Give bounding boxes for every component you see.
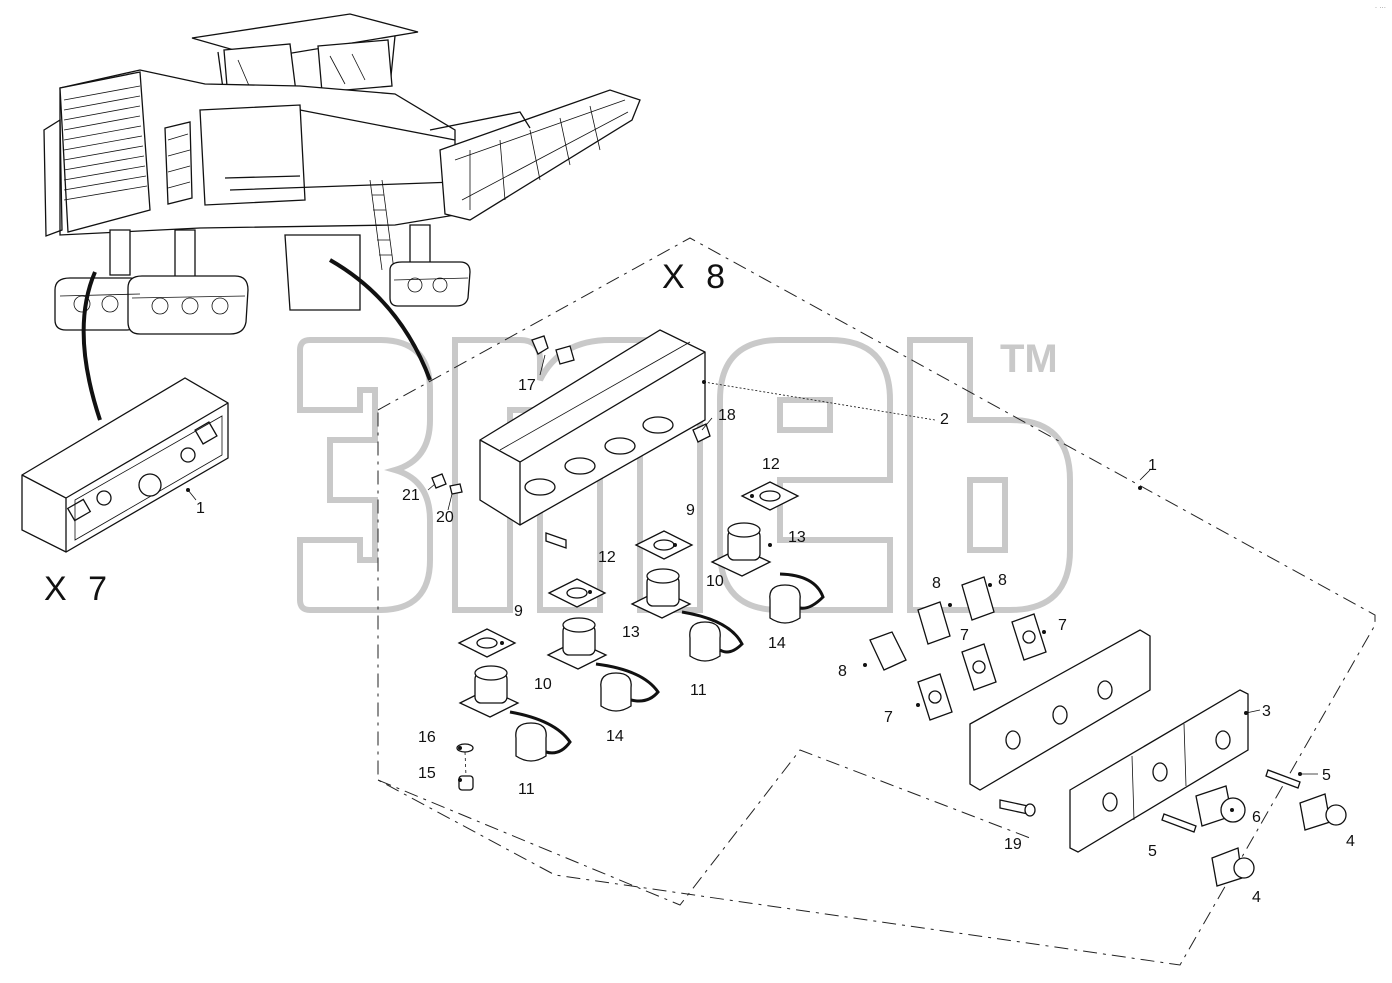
callout-10b: 10 xyxy=(534,676,552,693)
callout-11b: 11 xyxy=(518,781,535,798)
switch-parts xyxy=(869,576,1347,887)
callout-12a: 12 xyxy=(762,456,780,473)
callout-8c: 8 xyxy=(838,663,847,680)
callout-1: 1 xyxy=(1148,457,1157,474)
callout-5a: 5 xyxy=(1322,767,1331,784)
callout-5b: 5 xyxy=(1148,843,1157,860)
x8-housing xyxy=(479,329,706,526)
callout-19: 19 xyxy=(1004,836,1022,853)
callout-4a: 4 xyxy=(1346,833,1355,850)
callout-8b: 8 xyxy=(998,572,1007,589)
callout-17: 17 xyxy=(518,377,536,394)
callout-13b: 13 xyxy=(622,624,640,641)
callout-21: 21 xyxy=(402,487,420,504)
socket-parts xyxy=(431,335,825,791)
x8-label: X 8 xyxy=(662,258,731,296)
callout-7c: 7 xyxy=(884,709,893,726)
callout-18: 18 xyxy=(718,407,736,424)
callout-20: 20 xyxy=(436,509,454,526)
machine-illustration xyxy=(43,13,641,421)
leader-dots xyxy=(186,380,1302,812)
callout-8a: 8 xyxy=(932,575,941,592)
callout-10a: 10 xyxy=(706,573,724,590)
callout-9b: 9 xyxy=(514,603,523,620)
callout-12b: 12 xyxy=(598,549,616,566)
x7-control-box: X 7 xyxy=(21,377,229,608)
callout-11a: 11 xyxy=(690,682,707,699)
callout-2: 2 xyxy=(940,411,949,428)
callout-9a: 9 xyxy=(686,502,695,519)
callout-7b: 7 xyxy=(1058,617,1067,634)
callout-14a: 14 xyxy=(768,635,786,652)
x7-label: X 7 xyxy=(44,570,113,608)
callout-16: 16 xyxy=(418,729,436,746)
corner-mark: · ··· xyxy=(1374,4,1386,12)
callout-4b: 4 xyxy=(1252,889,1261,906)
callout-6: 6 xyxy=(1252,809,1261,826)
callout-14b: 14 xyxy=(606,728,624,745)
callout-7a: 7 xyxy=(960,627,969,644)
callout-13a: 13 xyxy=(788,529,806,546)
callout-3: 3 xyxy=(1262,703,1271,720)
trademark-symbol: TM xyxy=(1000,337,1058,381)
callouts: 1 2 1 17 18 21 20 12 9 13 10 14 12 13 9 … xyxy=(196,377,1355,906)
callout-15: 15 xyxy=(418,765,436,782)
x8-region: X 8 xyxy=(377,237,1376,966)
callout-x7-1: 1 xyxy=(196,500,205,517)
leader-lines xyxy=(187,354,1318,775)
